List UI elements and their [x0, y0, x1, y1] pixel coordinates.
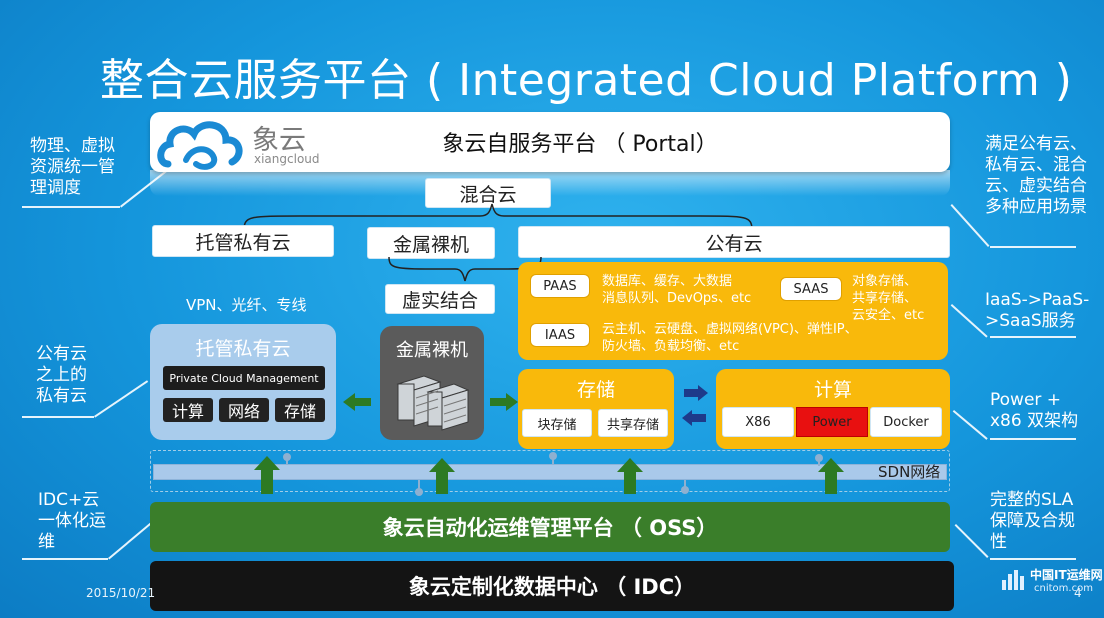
portal-bar: 象云 xiangcloud 象云自服务平台 （ Portal）: [150, 112, 950, 172]
arrow-up-icon: [254, 456, 280, 494]
idc-bar: 象云定制化数据中心 （ IDC）: [150, 561, 954, 611]
private-network: 网络: [219, 398, 269, 422]
bare-metal-panel: 金属裸机: [380, 326, 484, 440]
right-note-1-underline: [990, 246, 1076, 248]
compute-x86: X86: [722, 407, 794, 437]
left-note-2-underline: [22, 416, 94, 418]
watermark-logo-icon: [1002, 570, 1024, 590]
left-note-2: 公有云之上的私有云: [36, 344, 87, 406]
hybrid-cloud-box: 混合云: [425, 178, 551, 208]
left-note-3-connector: [108, 522, 153, 560]
arrow-right-icon: [490, 393, 518, 411]
right-note-2-underline: [990, 336, 1076, 338]
shared-storage: 共享存储: [598, 409, 668, 437]
saas-desc-2: 共享存储、: [852, 291, 918, 306]
arrow-up-icon: [429, 458, 455, 494]
bare-metal-top-box: 金属裸机: [367, 227, 495, 259]
footer-date: 2015/10/21: [86, 586, 156, 600]
bare-metal-title: 金属裸机: [396, 340, 468, 361]
right-note-3-underline: [990, 438, 1076, 440]
private-compute: 计算: [163, 398, 213, 422]
private-cloud-management: Private Cloud Management: [163, 366, 325, 390]
private-cloud-title: 托管私有云: [195, 338, 291, 360]
sdn-network-frame: [150, 450, 950, 492]
arrow-up-icon: [617, 458, 643, 494]
bidirectional-arrow-icon: [682, 385, 708, 426]
logo-name: 象云: [252, 125, 306, 156]
saas-tag: SAAS: [780, 277, 842, 301]
arrow-left-icon: [343, 393, 371, 411]
server-rack-icon: [396, 375, 470, 431]
sdn-network-bar: [153, 464, 947, 480]
compute-panel: 计算 X86 Power Docker: [716, 369, 950, 449]
left-note-1-underline: [22, 206, 120, 208]
right-note-1: 满足公有云、私有云、混合云、虚实结合多种应用场景: [985, 134, 1087, 217]
public-cloud-box: 公有云: [518, 226, 950, 258]
left-note-3: IDC+云一体化运维: [38, 490, 106, 552]
public-cloud-services-panel: PAAS 数据库、缓存、大数据 消息队列、DevOps、etc SAAS 对象存…: [518, 262, 948, 360]
iaas-desc-2: 防火墙、负载均衡、etc: [602, 339, 740, 354]
paas-desc-2: 消息队列、DevOps、etc: [602, 291, 752, 306]
saas-desc-1: 对象存储、: [852, 274, 918, 289]
virtual-real-box: 虚实结合: [385, 284, 495, 314]
iaas-desc-1: 云主机、云硬盘、虚拟网络(VPC)、弹性IP、: [602, 322, 858, 337]
watermark-text: 中国IT运维网: [1030, 568, 1103, 582]
private-cloud-panel: 托管私有云 Private Cloud Management 计算 网络 存储: [150, 324, 336, 440]
iaas-tag: IAAS: [530, 323, 590, 347]
right-note-2: IaaS->PaaS->SaaS服务: [985, 290, 1090, 331]
compute-title: 计算: [813, 379, 852, 401]
hosted-private-cloud-box: 托管私有云: [152, 225, 334, 257]
right-note-3-connector: [952, 410, 988, 440]
left-note-3-underline: [22, 558, 108, 560]
portal-label: 象云自服务平台 （ Portal）: [442, 132, 718, 157]
sdn-connector-pin: [549, 452, 557, 464]
paas-tag: PAAS: [530, 274, 590, 298]
left-note-1: 物理、虚拟资源统一管理调度: [30, 136, 115, 198]
storage-title: 存储: [576, 379, 615, 401]
hybrid-brace: [243, 203, 753, 231]
compute-power: Power: [796, 407, 868, 437]
right-note-1-connector: [950, 204, 990, 247]
page-title: 整合云服务平台 ( Integrated Cloud Platform ): [100, 55, 1073, 106]
private-storage: 存储: [275, 398, 325, 422]
oss-platform-bar: 象云自动化运维管理平台 （ OSS）: [150, 502, 950, 552]
compute-docker: Docker: [870, 407, 942, 437]
cloud-logo-icon: [157, 121, 243, 170]
watermark-url: cnitom.com: [1034, 583, 1093, 594]
right-note-4: 完整的SLA保障及合规性: [990, 490, 1075, 552]
sdn-connector-pin: [681, 480, 689, 494]
storage-panel: 存储 块存储 共享存储: [518, 369, 674, 449]
right-note-2-connector: [950, 304, 988, 338]
arrow-up-icon: [818, 458, 844, 494]
right-note-4-connector: [954, 524, 989, 558]
right-note-4-underline: [990, 558, 1076, 560]
right-note-3: Power + x86 双架构: [990, 390, 1079, 431]
block-storage: 块存储: [522, 409, 592, 437]
footer-page-number: 4: [1074, 586, 1082, 600]
logo-subtitle: xiangcloud: [254, 152, 320, 166]
left-note-2-connector: [94, 380, 149, 418]
sdn-connector-pin: [283, 453, 291, 465]
sdn-connector-pin: [415, 480, 423, 496]
sdn-label: SDN网络: [878, 463, 941, 481]
saas-desc-3: 云安全、etc: [852, 308, 925, 323]
paas-desc-1: 数据库、缓存、大数据: [602, 274, 733, 289]
network-links-label: VPN、光纤、专线: [186, 296, 307, 314]
